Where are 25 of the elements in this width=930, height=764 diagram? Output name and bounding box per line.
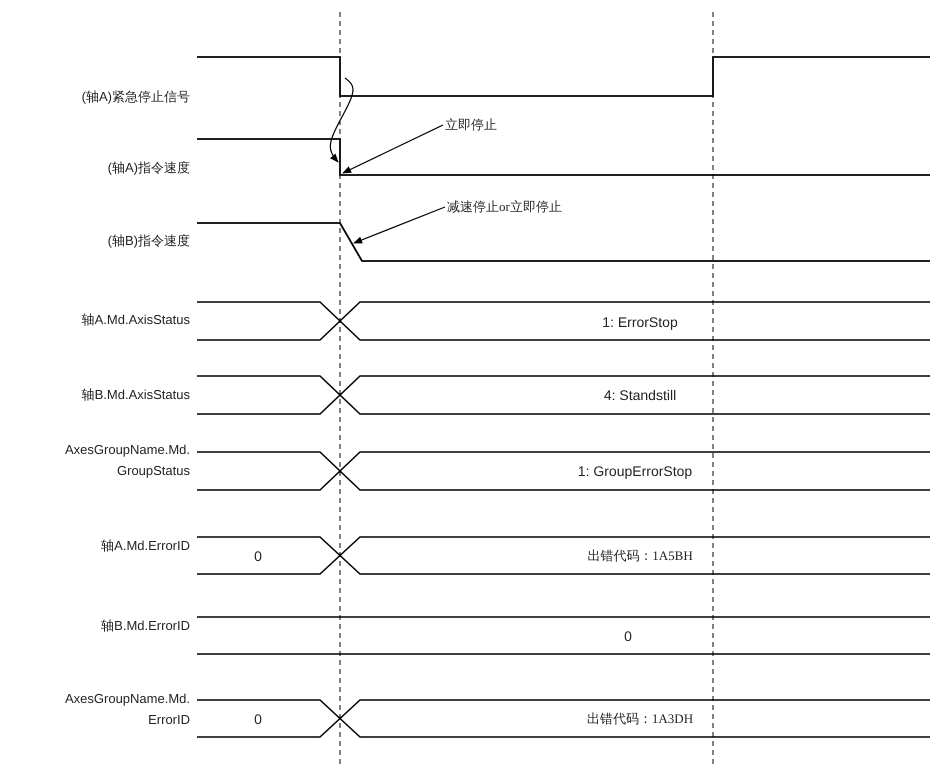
leader-arrow bbox=[353, 206, 446, 244]
leader-arrow bbox=[342, 124, 444, 174]
signal-value: 1: ErrorStop bbox=[602, 313, 678, 332]
curved-arrow bbox=[330, 78, 354, 163]
signal-name: AxesGroupName.Md. ErrorID bbox=[64, 690, 190, 729]
signal-name: (轴A)紧急停止信号 bbox=[80, 88, 190, 106]
callout-text: 减速停止or立即停止 bbox=[447, 198, 562, 216]
signal-value: 出错代码：1A3DH bbox=[586, 710, 694, 728]
signal-name: 轴A.Md.ErrorID bbox=[100, 537, 190, 555]
signal-name: (轴B)指令速度 bbox=[106, 232, 190, 250]
signal-value: 0 bbox=[254, 547, 262, 566]
signal-name: (轴A)指令速度 bbox=[106, 159, 190, 177]
signal-name: 轴B.Md.AxisStatus bbox=[80, 386, 190, 404]
signal-name: AxesGroupName.Md. GroupStatus bbox=[64, 441, 190, 480]
signal-name: 轴A.Md.AxisStatus bbox=[80, 311, 190, 329]
signal-value: 1: GroupErrorStop bbox=[578, 462, 692, 481]
signal-waveform bbox=[197, 138, 930, 176]
signal-waveform bbox=[197, 222, 930, 262]
callout-text: 立即停止 bbox=[445, 116, 497, 134]
signal-value: 0 bbox=[624, 627, 632, 646]
signal-value: 0 bbox=[254, 710, 262, 729]
signal-value: 4: Standstill bbox=[604, 386, 676, 405]
signal-waveform bbox=[197, 56, 930, 97]
signal-value: 出错代码：1A5BH bbox=[587, 547, 693, 565]
signal-name: 轴B.Md.ErrorID bbox=[100, 617, 190, 635]
